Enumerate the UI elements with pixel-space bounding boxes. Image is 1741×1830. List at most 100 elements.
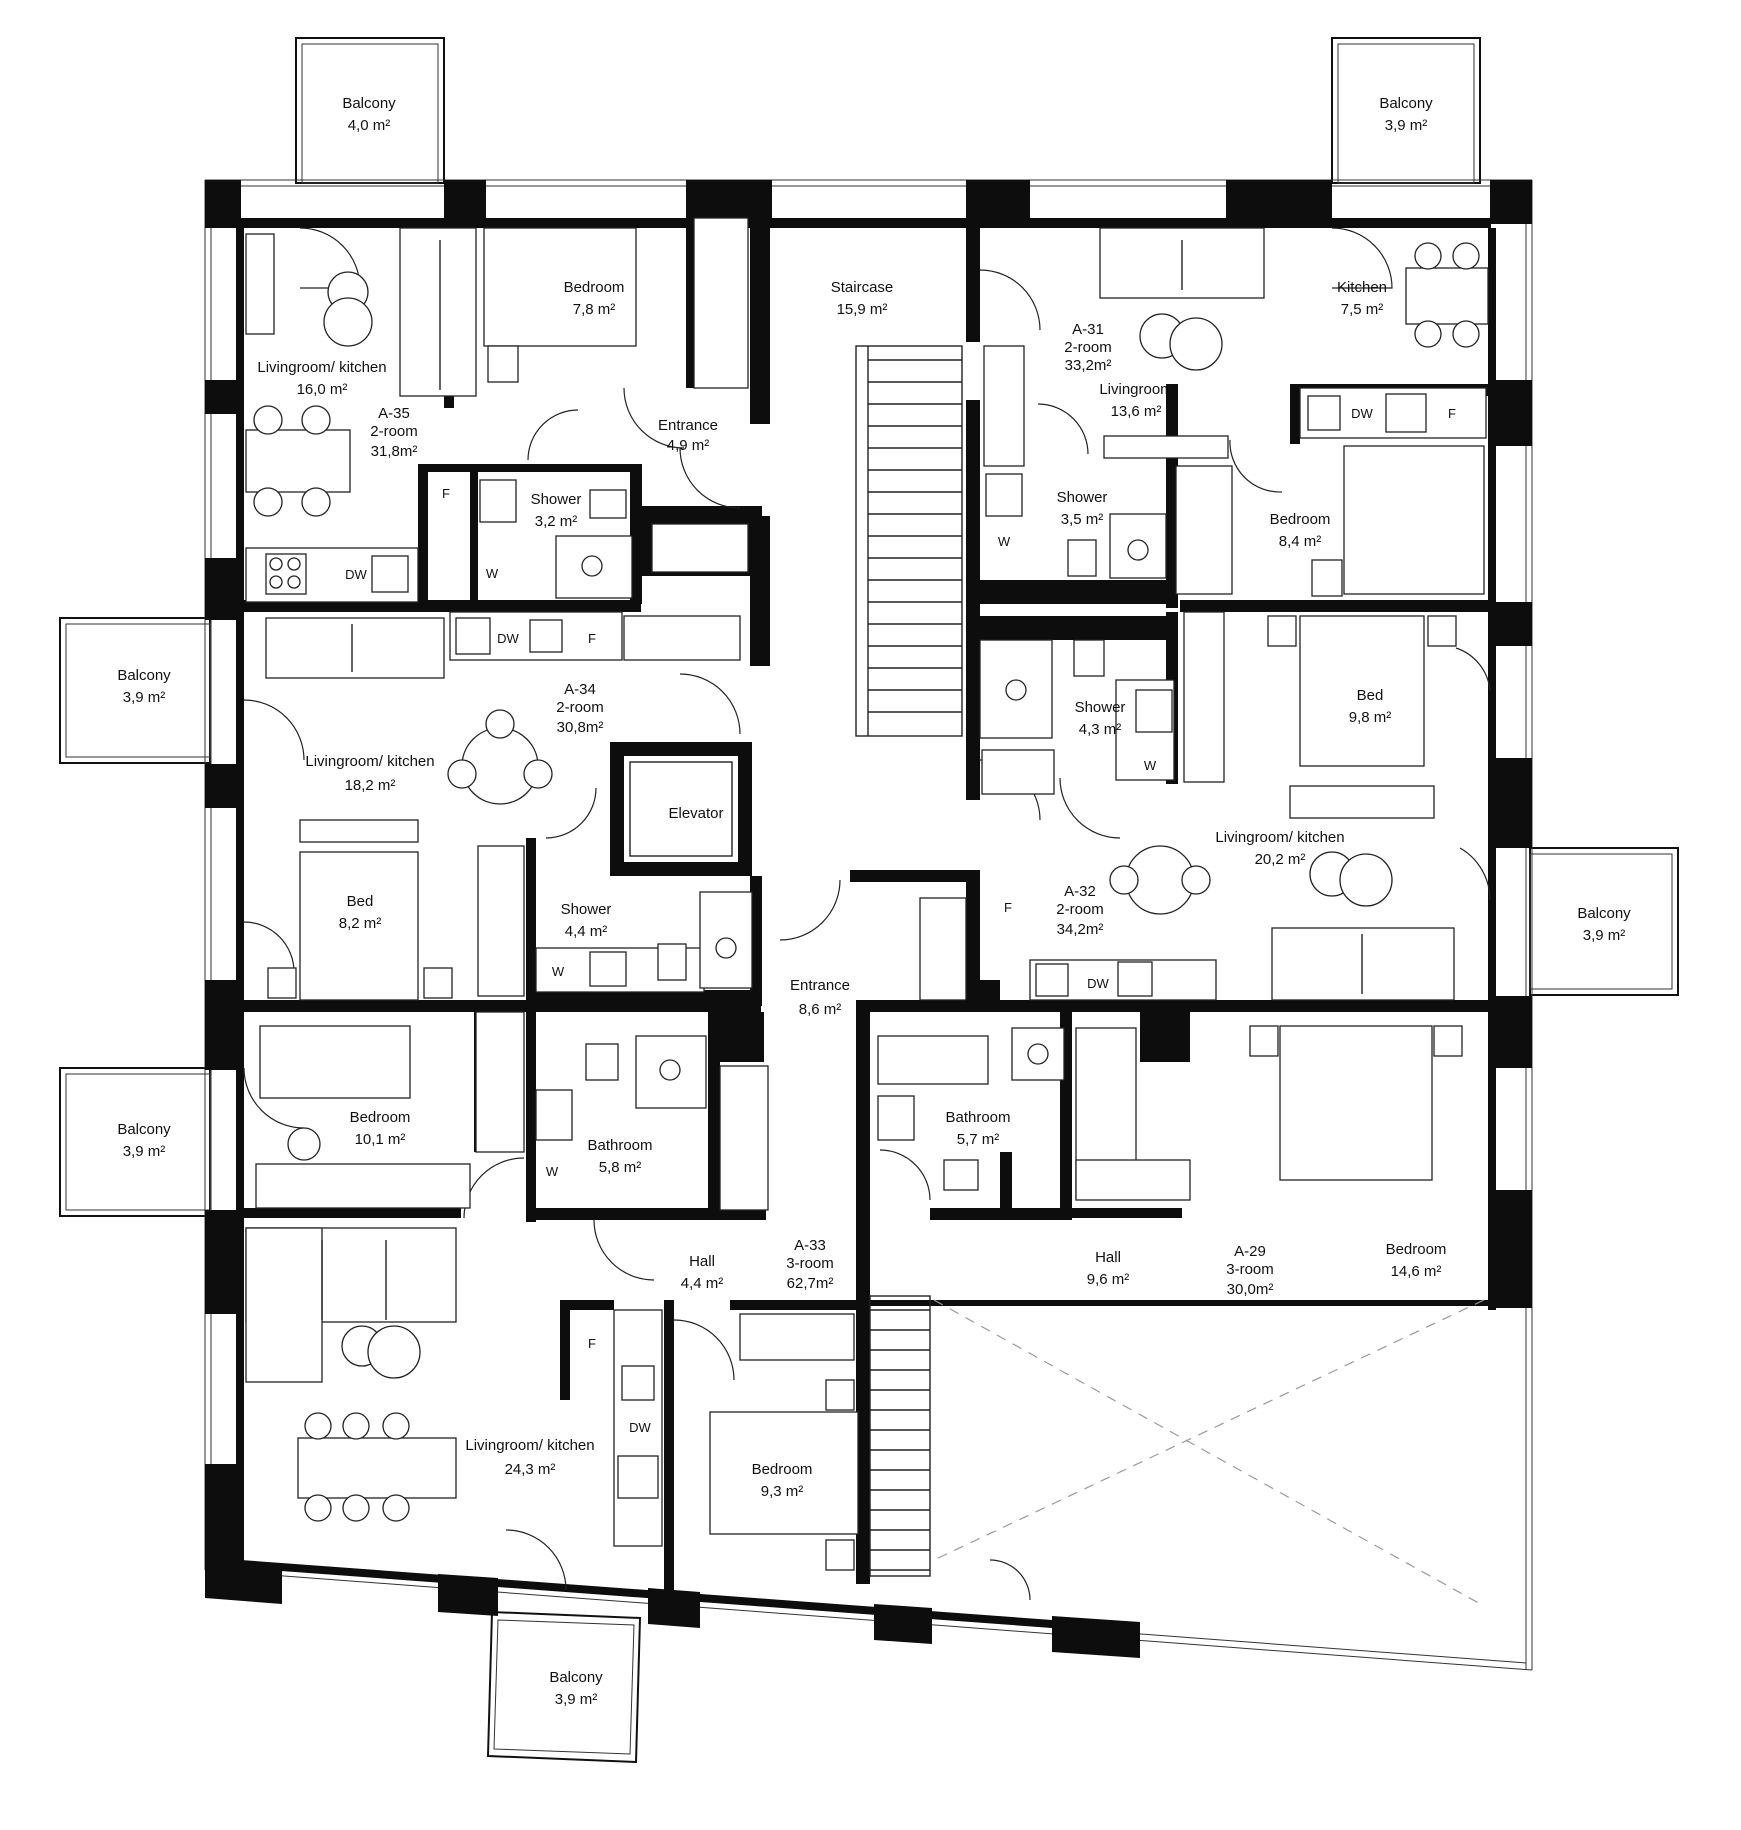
apartment-area: 30,0m² (1227, 1281, 1274, 1298)
sink-icon (371, 555, 409, 593)
balconies (59, 37, 1679, 1764)
wardrobe (623, 615, 741, 661)
room-area: 9,6 m² (1087, 1271, 1130, 1288)
apartment-id: A-34 (564, 681, 596, 698)
room-area: 3,9 m² (555, 1691, 598, 1708)
room-area: 8,6 m² (799, 1001, 842, 1018)
room-area: 18,2 m² (345, 777, 396, 794)
room-name: Bedroom (1386, 1241, 1447, 1258)
sink-icon (479, 479, 517, 523)
room-name: Balcony (1379, 95, 1433, 112)
toilet-icon (1073, 639, 1105, 677)
dishwasher-label: DW (629, 1420, 651, 1435)
room-name: Hall (1095, 1249, 1121, 1266)
room-name: Staircase (831, 279, 894, 296)
wardrobe (693, 217, 749, 389)
balcony-left-2 (59, 1067, 211, 1217)
bathtub (877, 1035, 989, 1085)
room-name: Livingroom/ kitchen (257, 359, 386, 376)
apartment-area: 62,7m² (787, 1275, 834, 1292)
dining-table (1405, 267, 1489, 325)
room-name: Livingroom/ kitchen (465, 1437, 594, 1454)
apartment-rooms: 3-room (786, 1255, 834, 1272)
apartment-id: A-33 (794, 1237, 826, 1254)
wardrobe (1075, 1159, 1191, 1201)
washer-label: W (1144, 758, 1157, 773)
bed (1343, 445, 1485, 595)
fridge-label: F (588, 631, 596, 646)
dishwasher-label: DW (497, 631, 519, 646)
dishwasher-label: DW (345, 567, 367, 582)
room-name: Hall (689, 1253, 715, 1270)
room-name: Bedroom (564, 279, 625, 296)
room-name: Shower (1057, 489, 1108, 506)
room-area: 4,4 m² (565, 923, 608, 940)
room-name: Balcony (342, 95, 396, 112)
room-name: Bathroom (587, 1137, 652, 1154)
apartment-rooms: 2-room (1056, 901, 1104, 918)
room-area: 15,9 m² (837, 301, 888, 318)
room-name: Bedroom (350, 1109, 411, 1126)
double-height-void (933, 1299, 1485, 1607)
dishwasher-label: DW (1351, 406, 1373, 421)
toilet-icon (943, 1159, 979, 1191)
wardrobe (981, 749, 1055, 795)
sink-icon (877, 1095, 915, 1141)
room-name: Entrance (658, 417, 718, 434)
fridge-label: F (1448, 406, 1456, 421)
apartment-area: 33,2m² (1065, 357, 1112, 374)
room-name: Livingroom/ kitchen (305, 753, 434, 770)
apartment-area: 30,8m² (557, 719, 604, 736)
toilet-icon (657, 943, 687, 981)
washer-label: W (552, 964, 565, 979)
room-name: Bathroom (945, 1109, 1010, 1126)
room-area: 8,2 m² (339, 915, 382, 932)
room-area: 9,8 m² (1349, 709, 1392, 726)
room-name: Entrance (790, 977, 850, 994)
stove-icon (1385, 393, 1427, 433)
room-name: Bed (1357, 687, 1384, 704)
room-area: 4,9 m² (667, 437, 710, 454)
wardrobe (1175, 465, 1233, 595)
apartment-id: A-32 (1064, 883, 1096, 900)
apartment-rooms: 3-room (1226, 1261, 1274, 1278)
room-area: 3,2 m² (535, 513, 578, 530)
room-area: 9,3 m² (761, 1483, 804, 1500)
fixture-labels: DW F W DW F DW F W W W DW F W F DW (345, 406, 1456, 1435)
sofa (265, 617, 445, 679)
apartment-area: 34,2m² (1057, 921, 1104, 938)
wardrobe (475, 1011, 525, 1153)
doors (243, 227, 1491, 1601)
exterior-walls (204, 179, 1533, 1671)
washer-label: W (998, 534, 1011, 549)
kitchen-counter (613, 1309, 663, 1547)
room-area: 4,4 m² (681, 1275, 724, 1292)
room-area: 5,8 m² (599, 1159, 642, 1176)
apartment-id: A-35 (378, 405, 410, 422)
wardrobe (739, 1313, 855, 1361)
dining-table (245, 429, 351, 493)
fridge-label: F (588, 1336, 596, 1351)
interior-walls (241, 218, 1490, 1590)
room-name: Balcony (117, 667, 171, 684)
room-area: 10,1 m² (355, 1131, 406, 1148)
stove-icon (455, 617, 491, 655)
sink-icon (535, 1089, 573, 1141)
wardrobe (919, 897, 967, 1001)
fridge-label: F (1004, 900, 1012, 915)
room-area: 7,5 m² (1341, 301, 1384, 318)
bed (1279, 1025, 1433, 1181)
bed (1299, 615, 1425, 767)
fridge-label: F (442, 486, 450, 501)
room-name: Livingroom (1099, 381, 1172, 398)
room-name: Bedroom (752, 1461, 813, 1478)
room-name: Shower (1075, 699, 1126, 716)
sink-icon (1035, 963, 1069, 997)
room-area: 8,4 m² (1279, 533, 1322, 550)
room-area: 3,9 m² (1583, 927, 1626, 944)
washer-label: W (546, 1164, 559, 1179)
room-area: 3,5 m² (1061, 511, 1104, 528)
toilet-icon (1067, 539, 1097, 577)
sink-icon (985, 473, 1023, 517)
